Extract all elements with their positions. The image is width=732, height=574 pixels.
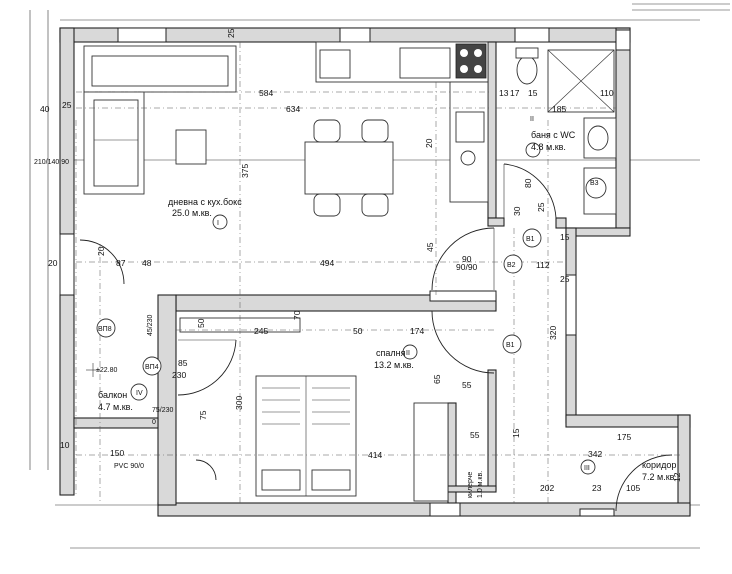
sofa — [83, 45, 237, 195]
window-label-w1: BП8 — [98, 326, 112, 333]
window-label-w5: B1 — [506, 342, 515, 349]
interior-walls — [73, 41, 567, 506]
window-label-w6: B3 — [590, 180, 599, 187]
svg-text:230: 230 — [172, 370, 186, 380]
svg-text:112: 112 — [536, 260, 550, 270]
window-label-w4: B2 — [507, 262, 516, 269]
svg-text:15: 15 — [528, 88, 538, 98]
svg-text:150: 150 — [110, 448, 124, 458]
living-room-number: I — [217, 220, 219, 227]
svg-text:40: 40 — [40, 104, 50, 114]
balcony-area: 4.7 м.кв. — [98, 402, 133, 412]
svg-text:30: 30 — [512, 206, 522, 216]
svg-text:50: 50 — [353, 326, 363, 336]
bath-name: баня с WC — [531, 130, 576, 140]
svg-text:25: 25 — [226, 28, 236, 38]
svg-text:584: 584 — [259, 88, 273, 98]
bath-number: II — [530, 116, 534, 123]
svg-text:90: 90 — [462, 254, 472, 264]
svg-text:20: 20 — [96, 246, 106, 256]
svg-text:342: 342 — [588, 449, 602, 459]
svg-text:17: 17 — [510, 88, 520, 98]
svg-text:55: 55 — [470, 430, 480, 440]
storage-name: килерче — [467, 472, 474, 498]
svg-text:50: 50 — [196, 318, 206, 328]
svg-text:87: 87 — [116, 258, 126, 268]
svg-text:375: 375 — [240, 164, 250, 178]
svg-text:175: 175 — [617, 432, 631, 442]
svg-text:20: 20 — [424, 138, 434, 148]
svg-text:23: 23 — [592, 483, 602, 493]
svg-text:75: 75 — [198, 410, 208, 420]
kitchen-counter — [315, 41, 489, 203]
window-openings — [59, 27, 631, 517]
living-room-area: 25.0 м.кв. — [172, 208, 212, 218]
svg-text:494: 494 — [320, 258, 334, 268]
living-room-name: дневна с кух.бокс — [168, 197, 242, 207]
dimension-lines — [75, 42, 680, 503]
svg-text:202: 202 — [540, 483, 554, 493]
svg-text:13: 13 — [499, 88, 509, 98]
storage-area: 1.0 м.кв. — [477, 471, 484, 498]
svg-text:634: 634 — [286, 104, 300, 114]
svg-text:105: 105 — [626, 483, 640, 493]
svg-text:80: 80 — [523, 178, 533, 188]
bath-area: 4.8 м.кв. — [531, 142, 566, 152]
svg-text:55: 55 — [462, 380, 472, 390]
marker-circles — [86, 142, 596, 475]
bedroom-area: 13.2 м.кв. — [374, 360, 414, 370]
svg-text:48: 48 — [142, 258, 152, 268]
balcony-number: IV — [136, 390, 143, 397]
svg-text:174: 174 — [410, 326, 424, 336]
svg-text:25: 25 — [536, 202, 546, 212]
svg-text:185: 185 — [552, 104, 566, 114]
svg-text:45: 45 — [425, 242, 435, 252]
svg-text:245: 245 — [254, 326, 268, 336]
corridor-area: 7.2 м.кв. — [642, 472, 677, 482]
window-label-w2: BП4 — [145, 364, 159, 371]
svg-text:320: 320 — [548, 326, 558, 340]
svg-text:75/230: 75/230 — [152, 407, 174, 414]
bed — [179, 317, 449, 502]
svg-text:10: 10 — [60, 440, 70, 450]
window-label-w3: B1 — [526, 236, 535, 243]
bedroom-number: II — [406, 350, 410, 357]
corridor-name: коридор — [642, 460, 676, 470]
svg-text:12: 12 — [672, 472, 682, 482]
svg-text:65: 65 — [432, 374, 442, 384]
svg-text:300: 300 — [234, 396, 244, 410]
bedroom-name: спалня — [376, 348, 406, 358]
svg-text:25: 25 — [560, 274, 570, 284]
svg-text:15: 15 — [560, 232, 570, 242]
svg-text:90/90: 90/90 — [456, 262, 478, 272]
svg-text:85: 85 — [178, 358, 188, 368]
svg-text:414: 414 — [368, 450, 382, 460]
svg-text:45/230: 45/230 — [147, 314, 154, 336]
corridor-number: III — [584, 465, 590, 472]
dimension-labels: 25 584 634 40 25 185 110 13 17 15 20 375… — [40, 28, 682, 493]
svg-text:15: 15 — [511, 428, 521, 438]
door-swings — [79, 163, 673, 512]
level-mark: ±22.80 — [96, 367, 117, 374]
svg-text:110: 110 — [600, 88, 614, 98]
svg-text:70: 70 — [292, 310, 302, 320]
bathroom-fixtures — [515, 47, 617, 215]
pvc-note: PVC 90/0 — [114, 463, 144, 470]
svg-text:25: 25 — [62, 100, 72, 110]
balcony-name: балкон — [98, 390, 127, 400]
svg-text:0: 0 — [152, 419, 156, 426]
window-note: 210/140 90 — [34, 159, 69, 166]
svg-text:20: 20 — [48, 258, 58, 268]
dining-table — [304, 119, 394, 217]
